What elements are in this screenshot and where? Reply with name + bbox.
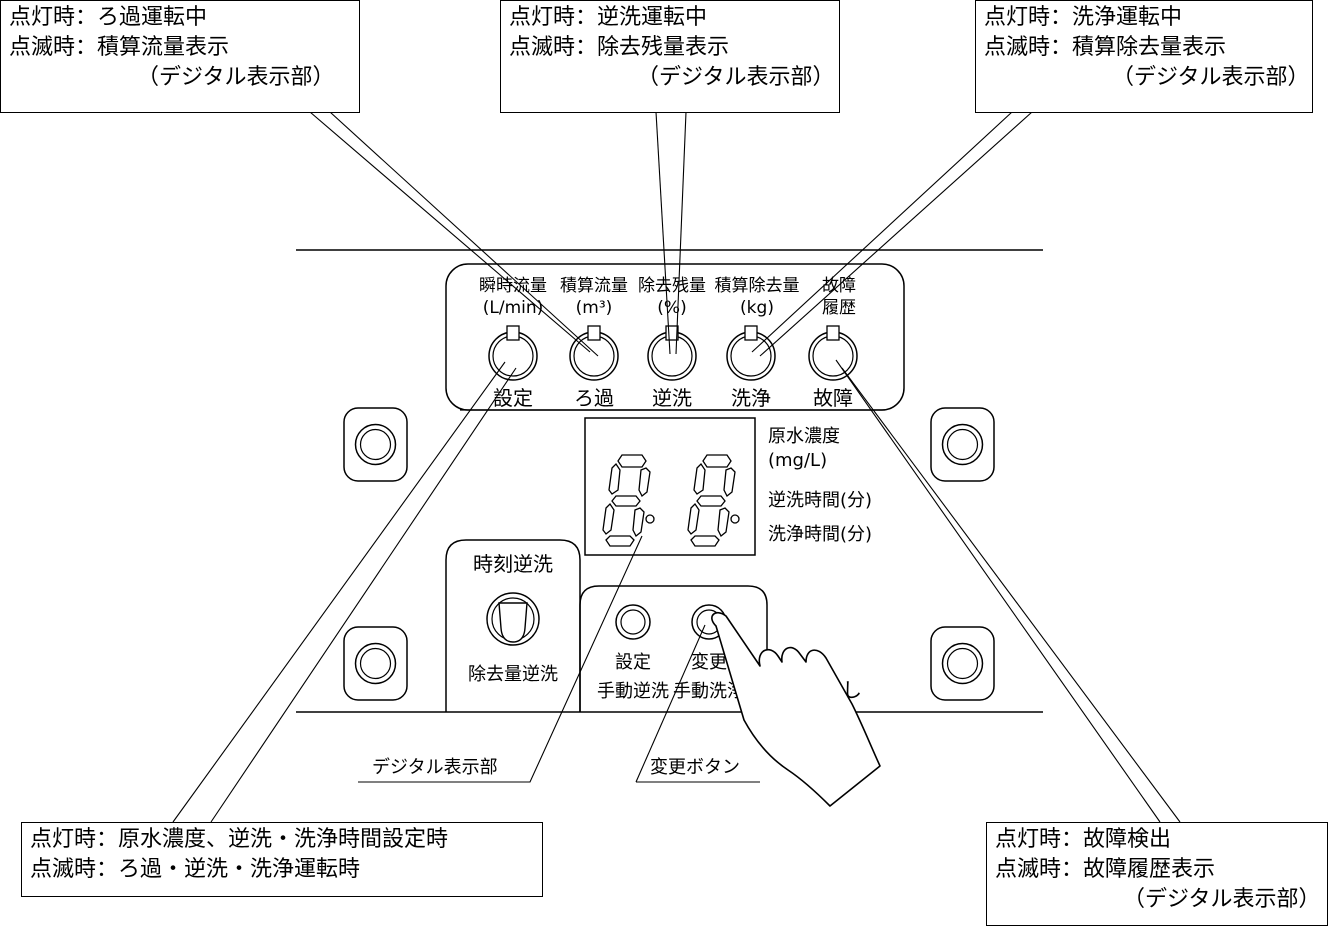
callout-line: 点灯時：ろ過運転中 bbox=[9, 5, 208, 30]
timer-backwash-selector[interactable] bbox=[445, 539, 581, 712]
digital-display bbox=[584, 417, 756, 556]
display-label-unit: (mg/L) bbox=[768, 450, 827, 471]
callout-line: 点灯時：故障検出 bbox=[995, 827, 1172, 852]
callout-backwash: 点灯時：逆洗運転中 点滅時：除去残量表示 （デジタル表示部） bbox=[500, 0, 840, 113]
callout-line: 点灯時：洗浄運転中 bbox=[984, 5, 1183, 30]
pointer-label-digital: デジタル表示部 bbox=[372, 757, 498, 778]
callout-line: 点滅時：故障履歴表示 bbox=[995, 857, 1216, 882]
indicator-top-label: 積算流量 bbox=[560, 276, 628, 296]
button-label: 設定 bbox=[615, 652, 651, 673]
indicator-unit-label: (%) bbox=[657, 298, 686, 318]
callout-line: 点灯時：原水濃度、逆洗・洗浄時間設定時 bbox=[30, 827, 449, 852]
callout-line: 点滅時：除去残量表示 bbox=[509, 35, 730, 60]
leader-lines bbox=[172, 111, 1181, 823]
display-label-cleaning-time: 洗浄時間(分) bbox=[768, 524, 872, 545]
callout-cleaning: 点灯時：洗浄運転中 点滅時：積算除去量表示 （デジタル表示部） bbox=[975, 0, 1313, 113]
callout-filtration: 点灯時：ろ過運転中 点滅時：積算流量表示 （デジタル表示部） bbox=[0, 0, 360, 113]
callout-line: （デジタル表示部） bbox=[137, 65, 335, 90]
indicator-top-label: 積算除去量 bbox=[715, 276, 800, 296]
callout-line: （デジタル表示部） bbox=[1123, 887, 1321, 912]
selector-bottom-label: 除去量逆洗 bbox=[468, 664, 558, 685]
indicator-led-backwash bbox=[647, 325, 697, 381]
button-label: 手動洗浄 bbox=[673, 681, 745, 702]
callout-line: 点滅時：ろ過・逆洗・洗浄運転時 bbox=[30, 857, 361, 882]
callout-fault: 点灯時：故障検出 点滅時：故障履歴表示 （デジタル表示部） bbox=[986, 822, 1328, 926]
indicator-top-label: 除去残量 bbox=[638, 276, 706, 296]
indicator-led-filtration bbox=[569, 325, 619, 381]
indicator-top-label: 故障 bbox=[822, 276, 856, 296]
indicator-bottom-label: 故障 bbox=[813, 386, 853, 410]
indicator-bottom-label: 逆洗 bbox=[652, 386, 692, 410]
display-label-raw-water: 原水濃度 bbox=[768, 426, 840, 447]
callout-line: （デジタル表示部） bbox=[1112, 65, 1310, 90]
callout-line: （デジタル表示部） bbox=[637, 65, 835, 90]
selector-knob-icon[interactable] bbox=[498, 602, 528, 643]
setting-manual-backwash-button[interactable] bbox=[615, 604, 651, 640]
indicator-unit-label: 履歴 bbox=[822, 298, 856, 318]
pointing-hand-icon bbox=[711, 611, 881, 807]
seven-segment-digit-1 bbox=[602, 454, 655, 547]
button-label: 手動逆洗 bbox=[597, 681, 669, 702]
button-label: 変更 bbox=[691, 652, 727, 673]
button-group-frame bbox=[579, 585, 768, 712]
indicator-led-fault bbox=[808, 325, 858, 381]
callout-line: 点滅時：積算除去量表示 bbox=[984, 35, 1227, 60]
indicator-led-cleaning bbox=[726, 325, 776, 381]
indicator-group-frame bbox=[445, 263, 905, 411]
callout-line: 点滅時：積算流量表示 bbox=[9, 35, 230, 60]
indicator-led-setting bbox=[488, 325, 538, 381]
callout-line: 点灯時：逆洗運転中 bbox=[509, 5, 708, 30]
indicator-bottom-label: 設定 bbox=[493, 386, 533, 410]
display-label-backwash-time: 逆洗時間(分) bbox=[768, 490, 872, 511]
mount-bolt-bottom-left bbox=[343, 626, 408, 701]
indicator-bottom-label: 洗浄 bbox=[731, 386, 771, 410]
selector-top-label: 時刻逆洗 bbox=[473, 552, 553, 576]
mount-bolt-top-right bbox=[930, 407, 995, 482]
indicator-unit-label: (L/min) bbox=[483, 298, 544, 318]
pointer-label-change-button: 変更ボタン bbox=[650, 757, 740, 778]
indicator-bottom-label: ろ過 bbox=[574, 386, 614, 410]
mount-bolt-bottom-right bbox=[930, 626, 995, 701]
seven-segment-digit-2 bbox=[687, 454, 740, 547]
indicator-unit-label: (m³) bbox=[576, 298, 613, 318]
indicator-unit-label: (kg) bbox=[740, 298, 774, 318]
mount-bolt-top-left bbox=[343, 407, 408, 482]
callout-setting: 点灯時：原水濃度、逆洗・洗浄時間設定時 点滅時：ろ過・逆洗・洗浄運転時 bbox=[21, 822, 543, 897]
